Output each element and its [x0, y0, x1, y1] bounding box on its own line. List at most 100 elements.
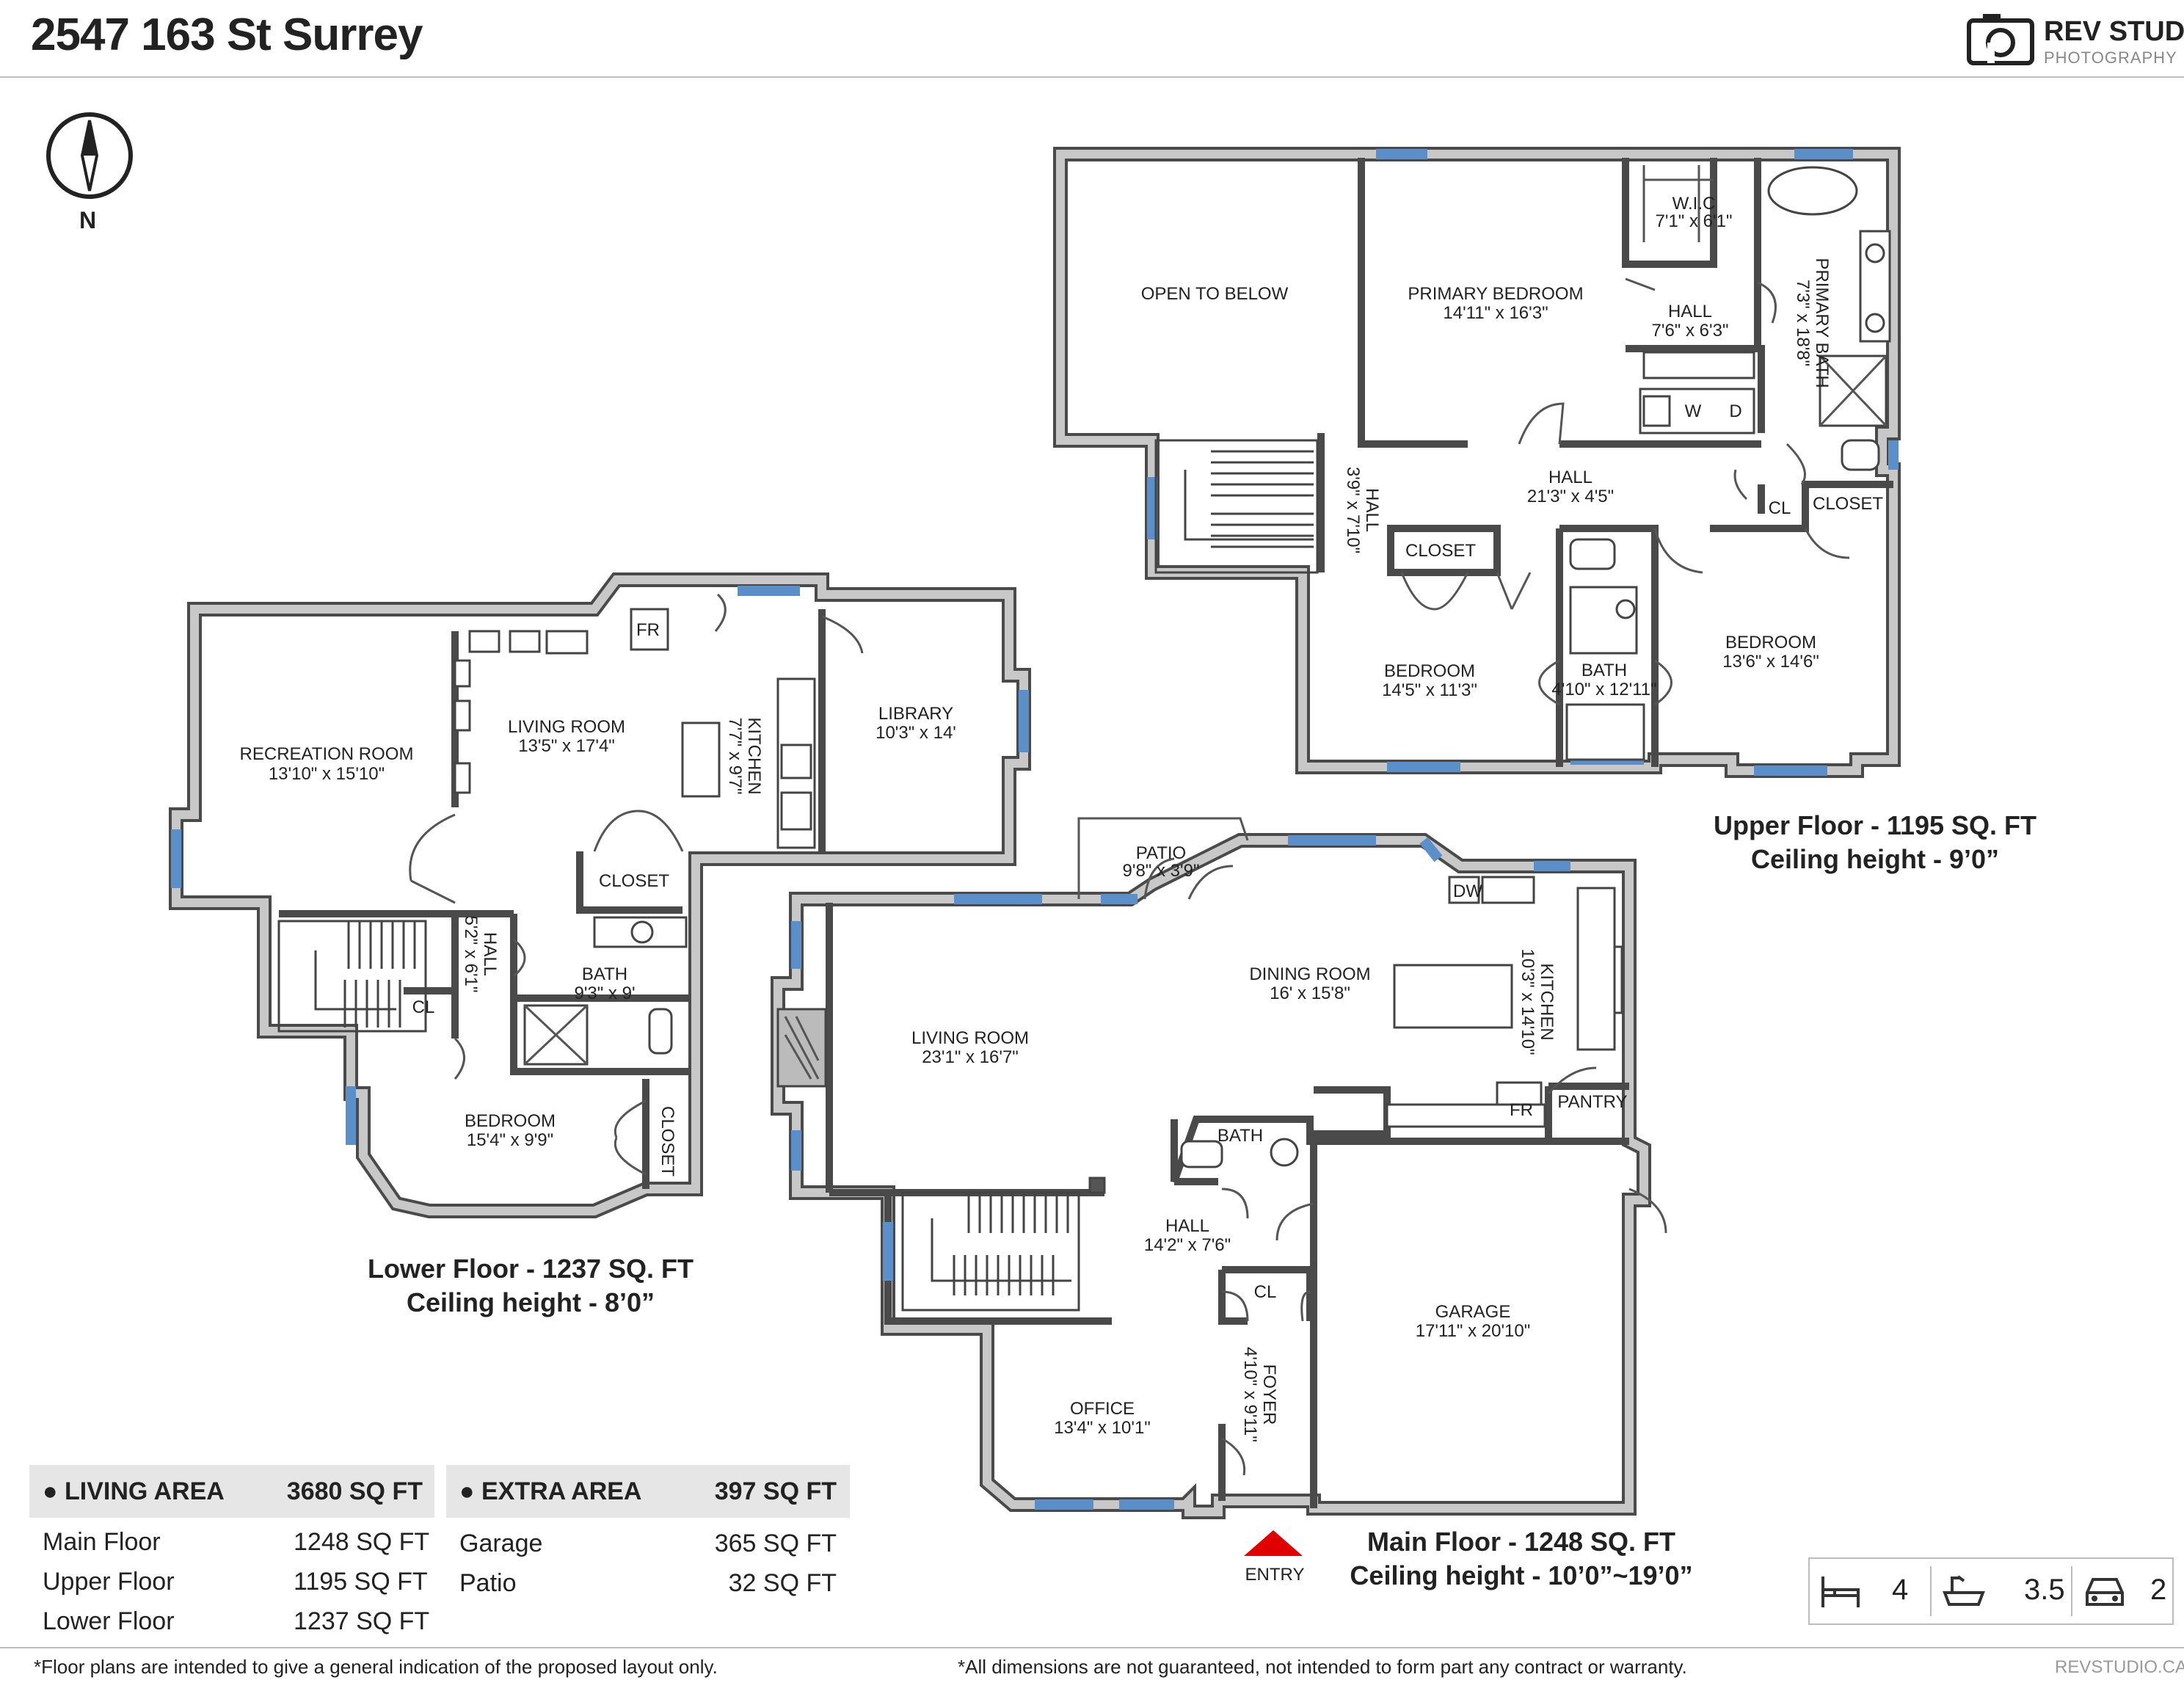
- living-area-header-label: ● LIVING AREA: [43, 1477, 225, 1505]
- camera-icon: [1967, 14, 2034, 65]
- label-lower-living-room: LIVING ROOM: [508, 717, 625, 737]
- label-dw: DW: [1453, 881, 1482, 901]
- label-open-to-below: OPEN TO BELOW: [1141, 284, 1289, 304]
- dims-foyer: 4'10" x 9'11": [1240, 1347, 1260, 1442]
- label-lower-kitchen: KITCHEN: [744, 717, 764, 794]
- label-garage: GARAGE: [1435, 1302, 1511, 1322]
- bedrooms-count: 4: [1892, 1574, 1909, 1606]
- bathtub-icon: [1943, 1575, 1985, 1606]
- label-upper-closet-left: CLOSET: [1405, 541, 1476, 561]
- label-upper-closet-right: CLOSET: [1813, 494, 1883, 514]
- footer-website: REVSTUDIO.CA: [2055, 1657, 2184, 1677]
- label-upper-bedroom-left: BEDROOM: [1384, 661, 1475, 681]
- label-upper-hall-long: HALL: [1548, 468, 1592, 487]
- living-area-total: 3680 SQ FT: [286, 1477, 423, 1505]
- label-main-cl: CL: [1254, 1282, 1277, 1302]
- room-labels: RECREATION ROOM 13'10" x 15'10" LIVING R…: [240, 194, 1884, 1585]
- dims-patio: 9'8" x 3'9": [1123, 861, 1200, 881]
- living-row-value: 1195 SQ FT: [294, 1568, 428, 1596]
- logo-subtitle: PHOTOGRAPHY: [2044, 48, 2177, 67]
- label-primary-bath: PRIMARY BATH: [1812, 258, 1832, 388]
- label-upper-hall-vert: HALL: [1362, 488, 1382, 532]
- dims-lower-kitchen: 7'7" x 9'7": [725, 718, 745, 795]
- label-main-bath: BATH: [1217, 1126, 1263, 1146]
- extra-row-value: 32 SQ FT: [728, 1569, 837, 1597]
- dims-upper-bedroom-left: 14'5" x 11'3": [1382, 680, 1477, 700]
- label-pantry: PANTRY: [1557, 1092, 1627, 1112]
- upper-floor: [1053, 147, 1901, 778]
- dims-lower-hall: 5'2" x 6'1": [461, 916, 481, 993]
- dims-upper-bath: 4'10" x 12'11": [1551, 680, 1656, 699]
- garage-count: 2: [2150, 1574, 2167, 1606]
- label-lower-hall: HALL: [480, 932, 500, 976]
- label-main-living-room: LIVING ROOM: [911, 1028, 1029, 1048]
- dims-office: 13'4" x 10'1": [1054, 1418, 1151, 1438]
- main-floor-caption-line1: Main Floor - 1248 SQ. FT: [1366, 1527, 1676, 1557]
- label-lower-fr: FR: [636, 620, 660, 640]
- main-floor-caption-line2: Ceiling height - 10’0”~19’0”: [1350, 1560, 1693, 1590]
- dims-lower-bath: 9'3" x 9': [574, 983, 635, 1003]
- dims-library: 10'3" x 14': [876, 723, 956, 743]
- lower-stairs: [277, 920, 427, 1033]
- footer-disclaimer-dimensions: *All dimensions are not guaranteed, not …: [958, 1656, 1687, 1678]
- label-lower-bedroom: BEDROOM: [465, 1111, 556, 1131]
- label-recreation-room: RECREATION ROOM: [240, 744, 414, 764]
- upper-stairs: [1154, 439, 1319, 574]
- extra-area-header: ● EXTRA AREA 397 SQ FT: [446, 1465, 850, 1518]
- extra-area-header-label: ● EXTRA AREA: [459, 1477, 642, 1505]
- living-row-label: Main Floor: [43, 1528, 161, 1556]
- logo: [1967, 10, 2172, 69]
- label-main-kitchen: KITCHEN: [1537, 963, 1557, 1040]
- label-lower-bath: BATH: [582, 964, 627, 984]
- label-wic: W.I.C: [1672, 194, 1716, 214]
- label-primary-bedroom: PRIMARY BEDROOM: [1408, 284, 1583, 304]
- dims-garage: 17'11" x 20'10": [1416, 1321, 1531, 1341]
- label-upper-cl: CL: [1769, 498, 1791, 518]
- lower-floor-caption-line1: Lower Floor - 1237 SQ. FT: [367, 1254, 694, 1284]
- compass-icon: [46, 112, 133, 199]
- dims-dining-room: 16' x 15'8": [1270, 983, 1350, 1003]
- label-office: OFFICE: [1070, 1399, 1135, 1419]
- label-patio: PATIO: [1136, 843, 1186, 863]
- dims-primary-bath: 7'3" x 18'8": [1793, 280, 1813, 366]
- main-floor: [771, 817, 1667, 1556]
- upper-floor-caption-line1: Upper Floor - 1195 SQ. FT: [1713, 810, 2037, 840]
- dims-upper-hall-small: 7'6" x 6'3": [1652, 321, 1729, 341]
- stat-divider: [2071, 1566, 2072, 1616]
- page-title: 2547 163 St Surrey: [31, 10, 423, 60]
- dims-lower-bedroom: 15'4" x 9'9": [467, 1130, 553, 1150]
- upper-floor-caption: Upper Floor - 1195 SQ. FT Ceiling height…: [1714, 809, 2036, 876]
- dims-upper-bedroom-right: 13'6" x 14'6": [1722, 652, 1819, 672]
- upper-floor-caption-line2: Ceiling height - 9’0”: [1750, 844, 2000, 874]
- label-lower-cl: CL: [412, 997, 435, 1017]
- dims-primary-bedroom: 14'11" x 16'3": [1443, 303, 1548, 323]
- dims-lower-living-room: 13'5" x 17'4": [518, 736, 615, 756]
- label-dining-room: DINING ROOM: [1249, 964, 1370, 984]
- living-row-label: Lower Floor: [43, 1607, 175, 1635]
- bathrooms-count: 3.5: [2024, 1574, 2065, 1606]
- main-floor-caption: Main Floor - 1248 SQ. FT Ceiling height …: [1350, 1525, 1692, 1593]
- living-area-header: ● LIVING AREA 3680 SQ FT: [29, 1465, 434, 1518]
- label-upper-hall-small: HALL: [1668, 302, 1712, 321]
- lower-floor: [169, 572, 1031, 1218]
- living-row-value: 1248 SQ FT: [294, 1528, 430, 1556]
- bed-icon: [1821, 1577, 1860, 1607]
- dims-upper-hall-long: 21'3" x 4'5": [1527, 487, 1614, 506]
- dims-recreation-room: 13'10" x 15'10": [269, 764, 385, 784]
- label-upper-bath: BATH: [1581, 661, 1627, 680]
- dims-wic: 7'1" x 6'1": [1656, 211, 1733, 231]
- living-row-value: 1237 SQ FT: [294, 1607, 430, 1635]
- label-lower-bedroom-closet: CLOSET: [658, 1106, 677, 1177]
- lower-floor-caption: Lower Floor - 1237 SQ. FT Ceiling height…: [368, 1252, 694, 1320]
- extra-row-value: 365 SQ FT: [714, 1530, 837, 1557]
- extra-row-label: Garage: [459, 1530, 543, 1557]
- main-stairs: [901, 1177, 1106, 1312]
- header-divider: [0, 76, 2184, 78]
- label-lower-closet: CLOSET: [599, 871, 669, 891]
- label-foyer: FOYER: [1259, 1364, 1279, 1425]
- footer-disclaimer-layout: *Floor plans are intended to give a gene…: [34, 1656, 718, 1678]
- compass-label: N: [79, 207, 97, 233]
- dims-main-kitchen: 10'3" x 14'10": [1518, 949, 1537, 1055]
- entry-arrow-icon: [1244, 1530, 1303, 1556]
